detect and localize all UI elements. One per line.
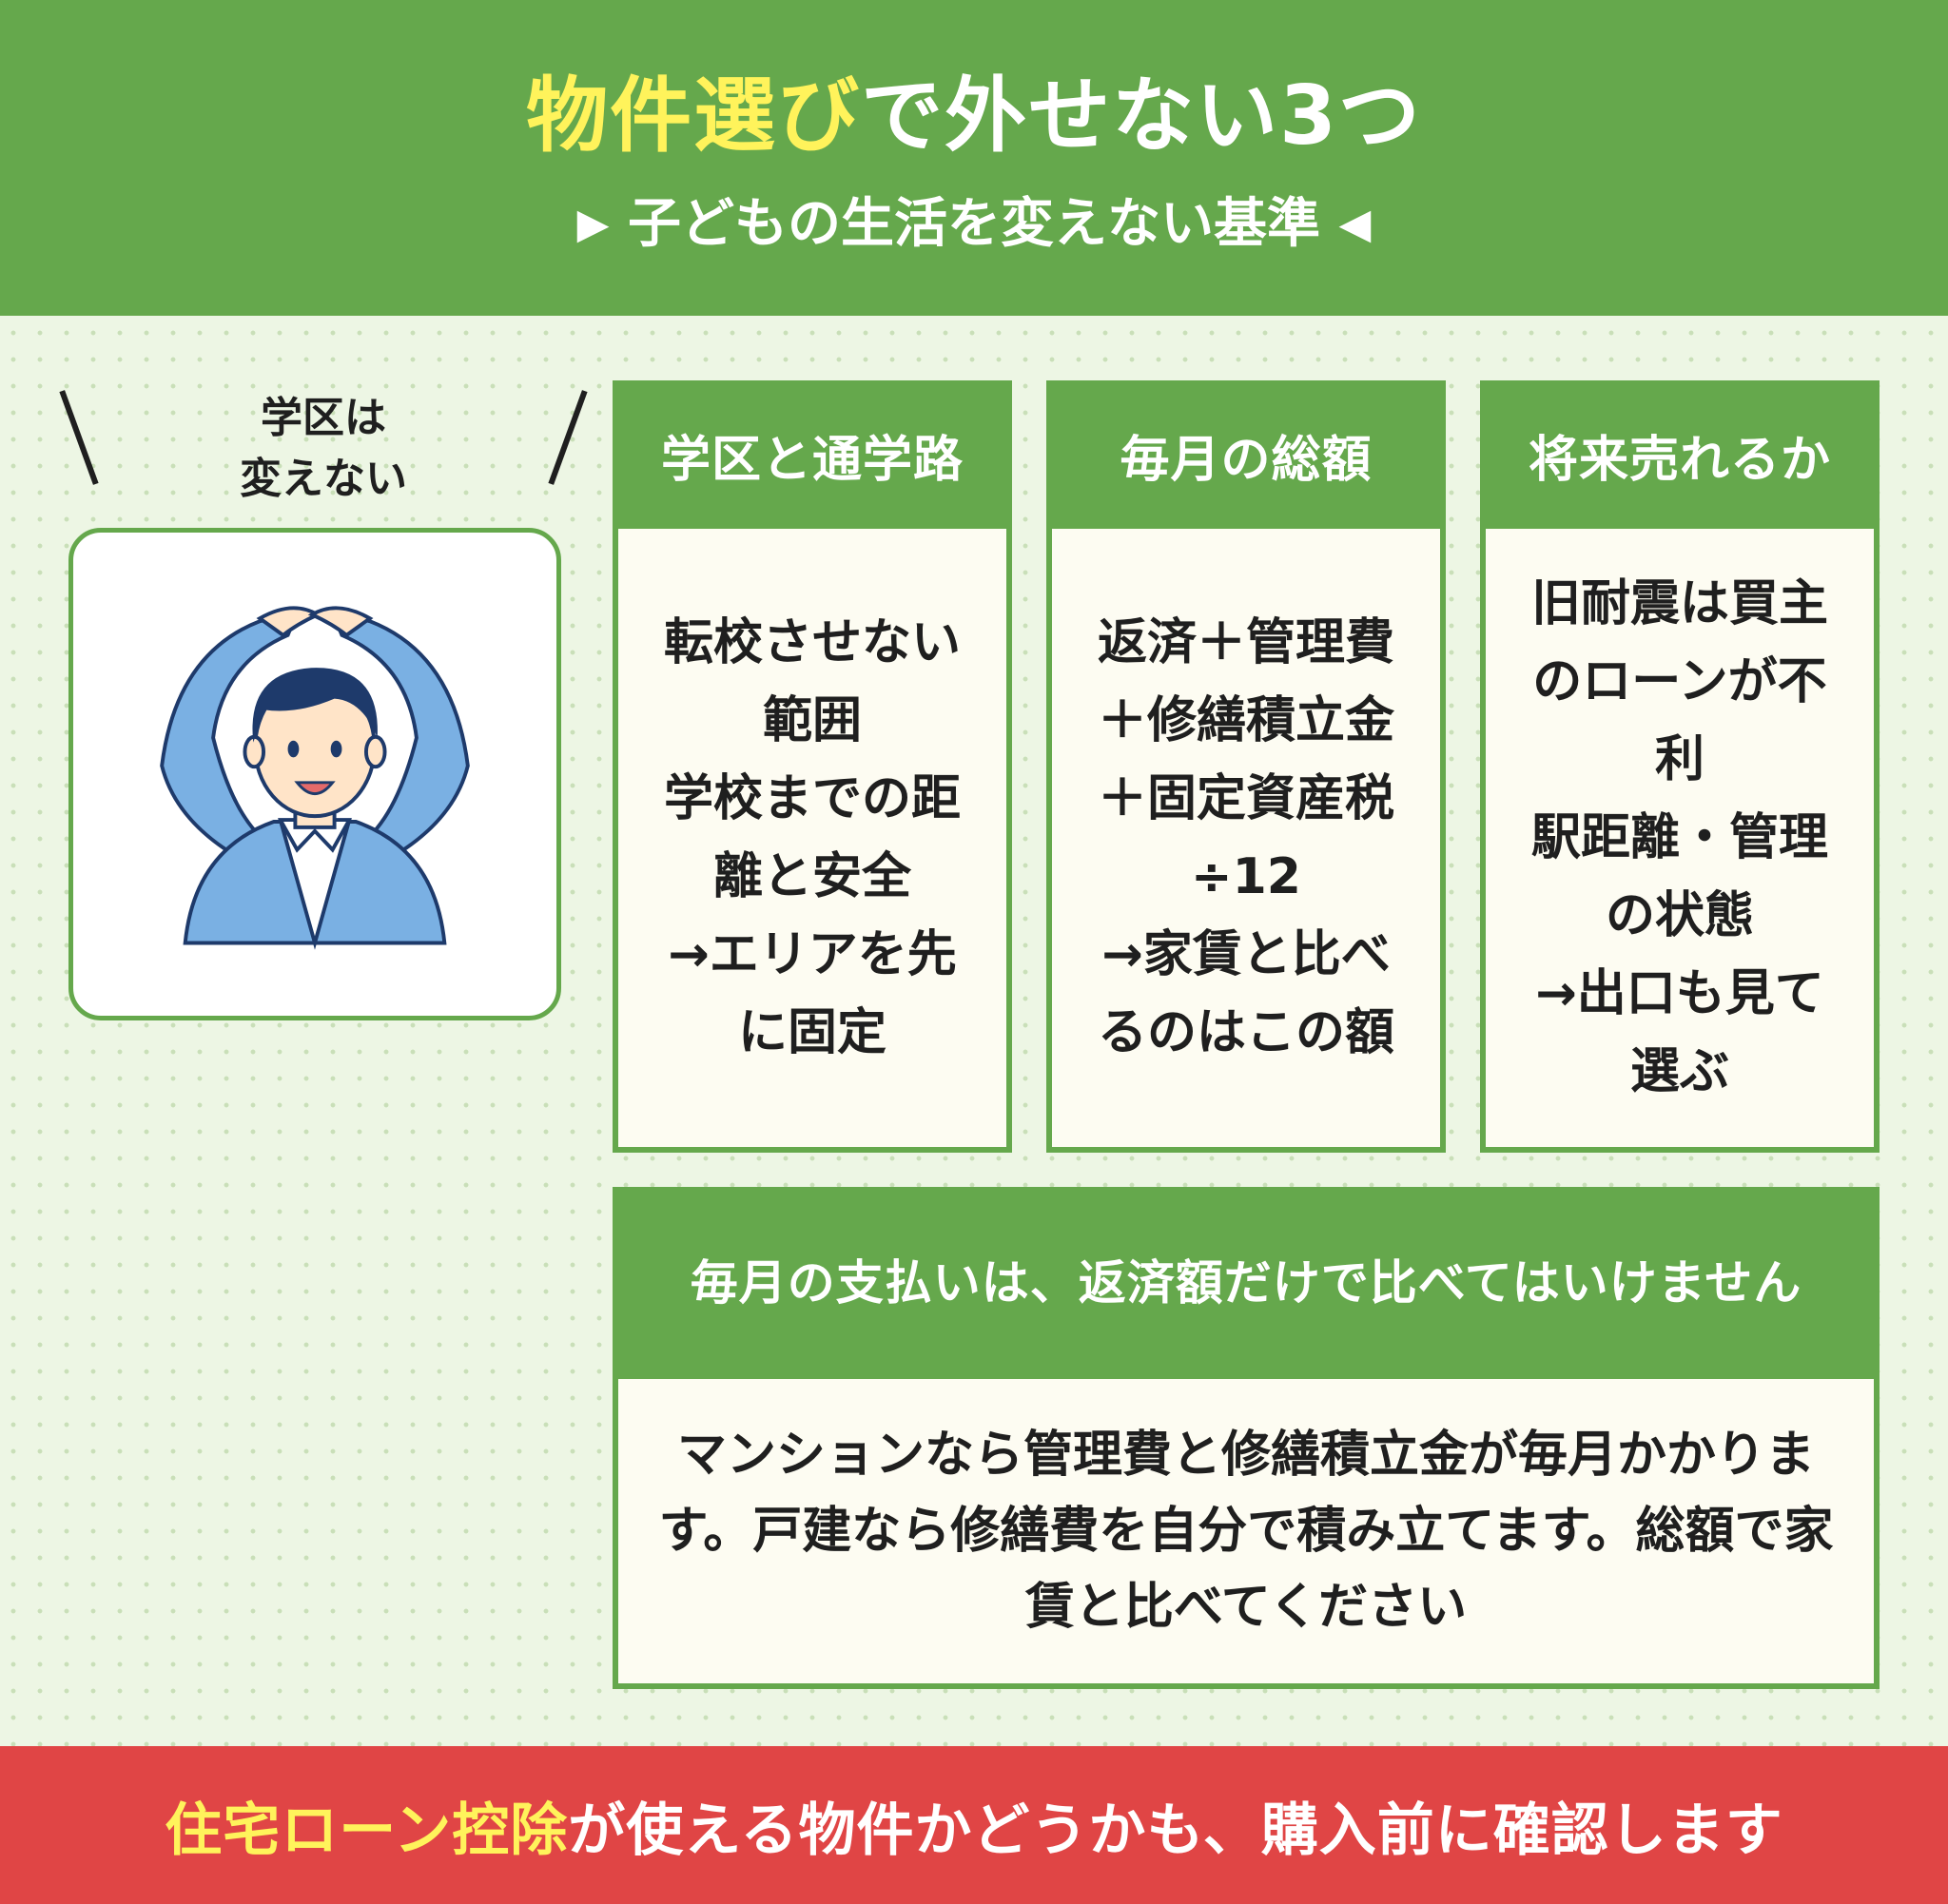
page-subtitle: ▶ 子どもの生活を変えない基準 ◀ (0, 190, 1948, 259)
card-body: 旧耐震は買主 のローンが不 利 駅距離・管理 の状態 →出口も見て 選ぶ (1486, 529, 1874, 1147)
footer-text: が使える物件かどうかも、購入前に確認します (568, 1797, 1783, 1864)
title-highlight: 物件選び (526, 68, 862, 164)
card-title: 学区と通学路 (660, 431, 964, 489)
card-title: 将来売れるか (1528, 431, 1831, 489)
triangle-right-icon: ▶ (576, 200, 610, 248)
header-banner: 物件選びで外せない3つ ▶ 子どもの生活を変えない基準 ◀ (0, 0, 1948, 316)
title-rest: で外せない3つ (861, 68, 1422, 164)
businessman-ok-icon (160, 606, 470, 950)
speech-caption-text: 学区は 変えない (240, 394, 407, 503)
triangle-left-icon: ◀ (1338, 200, 1372, 248)
page-title: 物件選びで外せない3つ (0, 68, 1948, 164)
card-title: 毎月の総額 (1120, 431, 1373, 489)
footer-highlight: 住宅ローン控除 (165, 1797, 569, 1864)
card-monthly-payment-note: 毎月の支払いは、返済額だけで比べてはいけません マンションなら管理費と修繕積立金… (613, 1187, 1880, 1689)
card-monthly-total: 毎月の総額 返済＋管理費 ＋修繕積立金 ＋固定資産税 ÷12 →家賃と比べ るの… (1046, 380, 1446, 1153)
speech-caption: 学区は 変えない (57, 382, 590, 515)
card-school-district: 学区と通学路 転校させない 範囲 学校までの距 離と安全 →エリアを先 に固定 (613, 380, 1012, 1153)
card-body: マンションなら管理費と修繕積立金が毎月かかります。戸建なら修繕費を自分で積み立て… (618, 1379, 1874, 1683)
card-resale: 将来売れるか 旧耐震は買主 のローンが不 利 駅距離・管理 の状態 →出口も見て… (1480, 380, 1880, 1153)
footer-banner: 住宅ローン控除が使える物件かどうかも、購入前に確認します (0, 1746, 1948, 1904)
card-body: 転校させない 範囲 学校までの距 離と安全 →エリアを先 に固定 (618, 529, 1006, 1147)
subtitle-text: 子どもの生活を変えない基準 (628, 193, 1320, 255)
businessman-ok-illustration (68, 528, 561, 1020)
card-title: 毎月の支払いは、返済額だけで比べてはいけません (690, 1255, 1802, 1311)
card-body: 返済＋管理費 ＋修繕積立金 ＋固定資産税 ÷12 →家賃と比べ るのはこの額 (1052, 529, 1440, 1147)
